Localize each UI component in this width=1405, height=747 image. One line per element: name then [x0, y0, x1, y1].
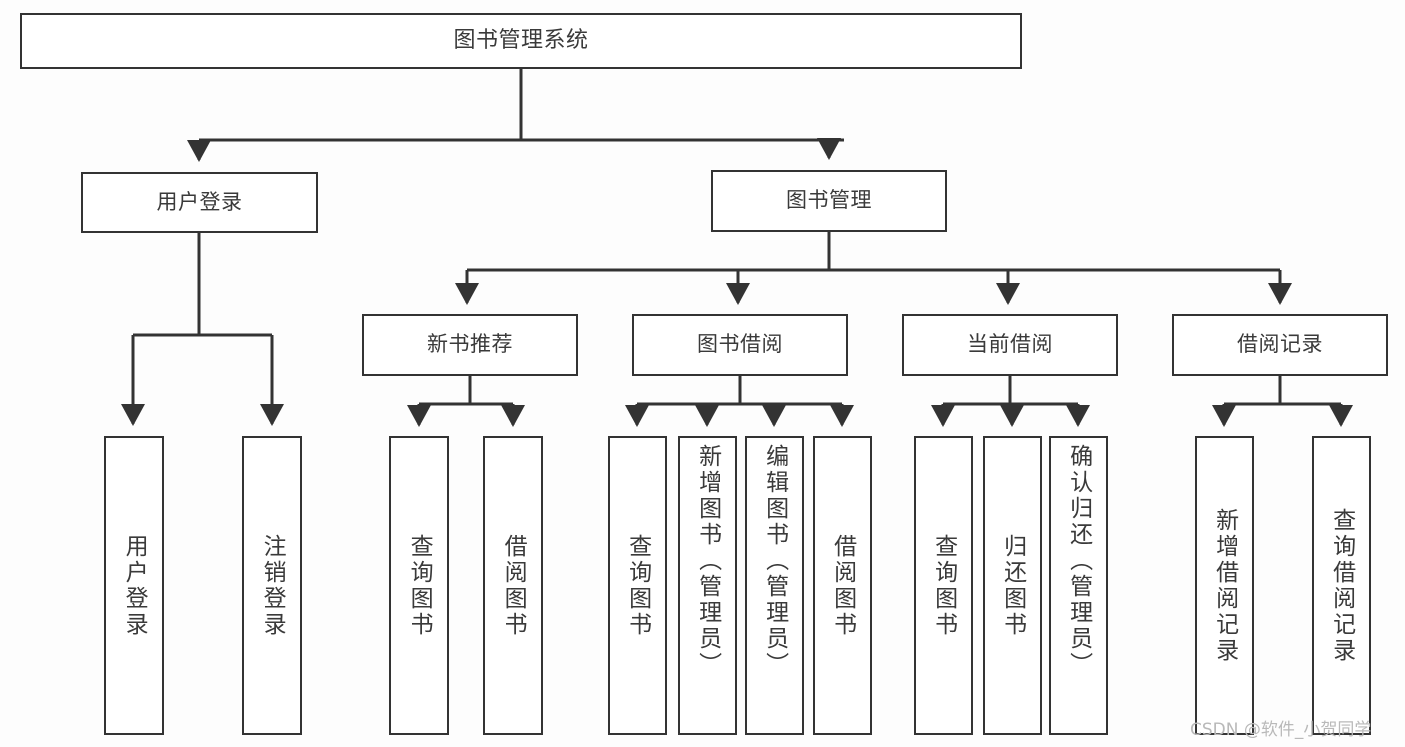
node-leaf-user-login[interactable]: 用户登录 — [104, 436, 164, 735]
node-leaf-query-book-3[interactable]: 查询图书 — [914, 436, 973, 735]
node-leaf-borrow-book-1[interactable]: 借阅图书 — [483, 436, 543, 735]
node-leaf-query-borrow-record-label: 查询借阅记录 — [1328, 507, 1355, 664]
node-leaf-query-book-1-label: 查询图书 — [406, 533, 433, 638]
node-borrow-record[interactable]: 借阅记录 — [1172, 314, 1388, 376]
node-leaf-edit-book-label: 编辑图书（管理员） — [761, 444, 788, 678]
node-leaf-confirm-return-label: 确认归还（管理员） — [1065, 444, 1092, 678]
node-leaf-logout-login-label: 注销登录 — [259, 533, 286, 638]
node-book-borrow-label: 图书借阅 — [697, 332, 783, 357]
watermark: CSDN @软件_小贺同学 — [1190, 720, 1372, 740]
node-leaf-query-book-3-label: 查询图书 — [930, 533, 957, 638]
node-leaf-query-book-2-label: 查询图书 — [624, 533, 651, 638]
node-borrow-record-label: 借阅记录 — [1237, 332, 1323, 357]
node-leaf-logout-login[interactable]: 注销登录 — [242, 436, 302, 735]
node-leaf-query-book-1[interactable]: 查询图书 — [389, 436, 449, 735]
node-root[interactable]: 图书管理系统 — [20, 13, 1022, 69]
node-user-login[interactable]: 用户登录 — [81, 172, 318, 233]
node-new-book-recommend[interactable]: 新书推荐 — [362, 314, 578, 376]
node-leaf-add-borrow-record-label: 新增借阅记录 — [1211, 507, 1238, 664]
node-leaf-return-book[interactable]: 归还图书 — [983, 436, 1042, 735]
node-book-manage-label: 图书管理 — [786, 188, 872, 213]
node-leaf-query-book-2[interactable]: 查询图书 — [608, 436, 667, 735]
node-leaf-confirm-return[interactable]: 确认归还（管理员） — [1049, 436, 1108, 735]
node-leaf-borrow-book-1-label: 借阅图书 — [500, 533, 527, 638]
node-leaf-borrow-book-2-label: 借阅图书 — [829, 533, 856, 638]
node-root-label: 图书管理系统 — [453, 27, 589, 53]
node-leaf-user-login-label: 用户登录 — [121, 533, 148, 638]
node-book-manage[interactable]: 图书管理 — [711, 170, 947, 232]
node-leaf-add-book[interactable]: 新增图书（管理员） — [678, 436, 737, 735]
node-leaf-query-borrow-record[interactable]: 查询借阅记录 — [1312, 436, 1371, 735]
node-current-borrow-label: 当前借阅 — [967, 332, 1053, 357]
node-new-book-recommend-label: 新书推荐 — [427, 332, 513, 357]
node-book-borrow[interactable]: 图书借阅 — [632, 314, 848, 376]
node-user-login-label: 用户登录 — [156, 189, 243, 214]
node-leaf-borrow-book-2[interactable]: 借阅图书 — [813, 436, 872, 735]
node-leaf-return-book-label: 归还图书 — [999, 533, 1026, 638]
node-current-borrow[interactable]: 当前借阅 — [902, 314, 1118, 376]
node-leaf-add-borrow-record[interactable]: 新增借阅记录 — [1195, 436, 1254, 735]
node-leaf-add-book-label: 新增图书（管理员） — [694, 444, 721, 678]
node-leaf-edit-book[interactable]: 编辑图书（管理员） — [745, 436, 804, 735]
